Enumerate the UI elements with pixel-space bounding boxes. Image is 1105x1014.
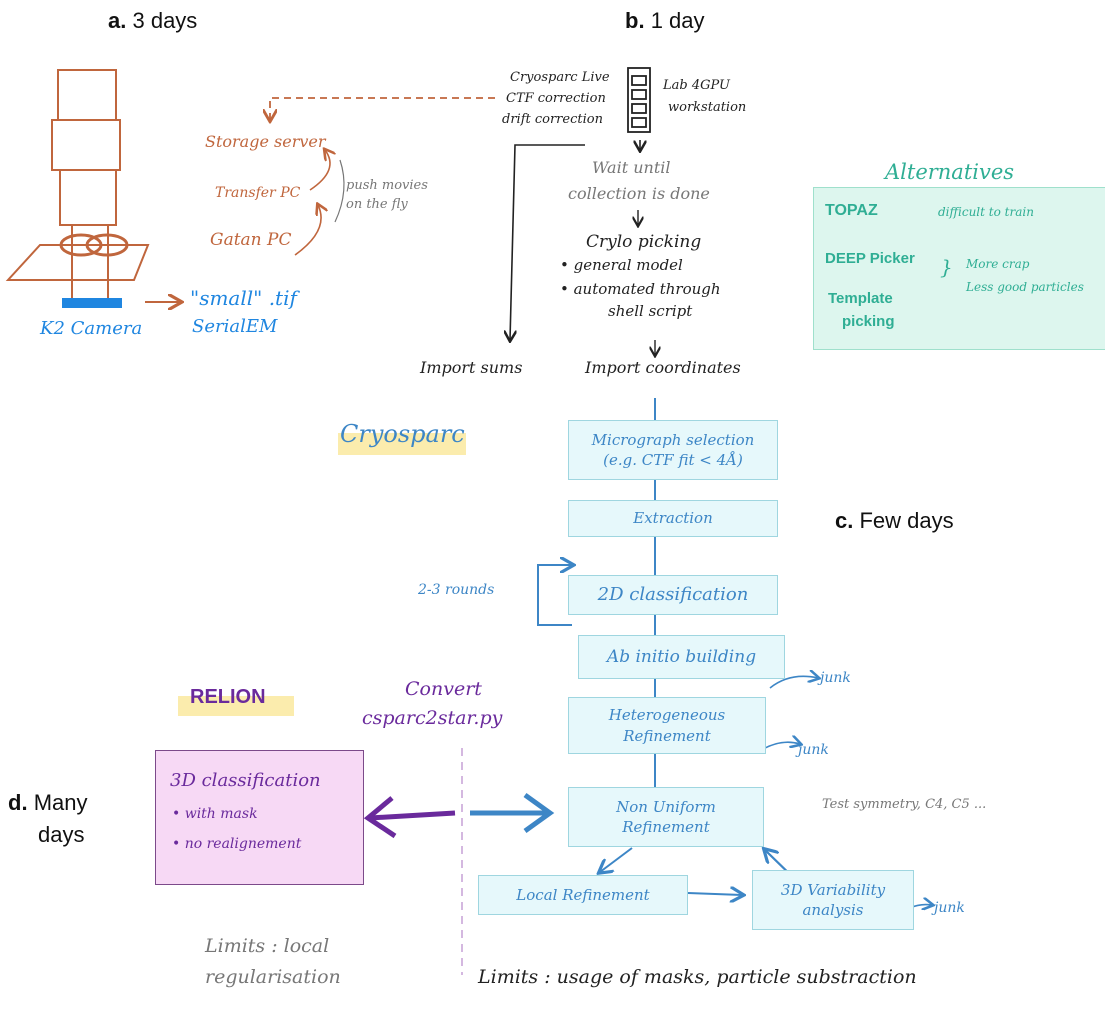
extraction-box: Extraction xyxy=(568,500,778,537)
non-uniform-label: Non Uniform xyxy=(616,797,716,816)
heterogeneous-label: Heterogeneous xyxy=(608,706,726,725)
deep-picker-label: DEEP Picker xyxy=(825,250,915,267)
on-the-fly-label: on the fly xyxy=(346,197,408,212)
junk-label-2: junk xyxy=(798,742,829,758)
non-uniform-refinement-label: Refinement xyxy=(622,818,710,836)
cryosparc-limits-label: Limits : usage of masks, particle substr… xyxy=(478,966,917,988)
heterogeneous-refinement-box: Heterogeneous Refinement xyxy=(568,697,766,754)
non-uniform-refinement-box: Non Uniform Refinement xyxy=(568,787,764,847)
alternatives-box xyxy=(813,187,1105,350)
section-b-label: b. 1 day xyxy=(625,8,705,33)
drift-correction-label: drift correction xyxy=(502,112,603,127)
test-symmetry-label: Test symmetry, C4, C5 ... xyxy=(822,797,987,812)
relion-label: RELION xyxy=(190,686,266,708)
junk-label-3: junk xyxy=(934,900,965,916)
k2-camera-label: K2 Camera xyxy=(40,318,143,339)
csparc2star-label: csparc2star.py xyxy=(362,707,503,729)
local-refinement-label: Local Refinement xyxy=(516,885,650,904)
gatan-pc-label: Gatan PC xyxy=(210,230,292,250)
general-model-label: • general model xyxy=(560,256,683,274)
section-d-label: d. Many xyxy=(8,790,88,815)
convert-label: Convert xyxy=(405,678,482,700)
import-sums-label: Import sums xyxy=(420,358,523,377)
3d-variability-analysis-label: analysis xyxy=(802,901,864,919)
3d-classification-label: 3D classification xyxy=(170,770,321,791)
relion-highlight xyxy=(178,696,294,716)
cryosparc-label: Cryosparc xyxy=(340,420,465,448)
workstation-label: workstation xyxy=(668,100,747,115)
micrograph-selection-criterion: (e.g. CTF fit < 4Å) xyxy=(603,451,743,469)
small-tif-label: "small" .tif xyxy=(190,286,297,310)
3d-classification-box xyxy=(155,750,364,885)
3d-variability-box: 3D Variability analysis xyxy=(752,870,914,930)
section-c-label: c. Few days xyxy=(835,508,954,533)
storage-server-label: Storage server xyxy=(205,132,326,151)
push-movies-label: push movies xyxy=(346,178,428,193)
k2-camera-detector xyxy=(62,298,122,308)
template-label: Template xyxy=(828,290,893,307)
heterogeneous-refinement-label: Refinement xyxy=(623,726,711,745)
rounds-label: 2-3 rounds xyxy=(418,582,495,598)
microscope-drawing xyxy=(5,69,150,300)
extraction-label: Extraction xyxy=(633,509,713,528)
local-refinement-box: Local Refinement xyxy=(478,875,688,915)
cryosparc-live-label: Cryosparc Live xyxy=(510,70,610,85)
topaz-note: difficult to train xyxy=(938,205,1034,219)
import-coordinates-label: Import coordinates xyxy=(585,358,741,377)
ab-initio-label: Ab initio building xyxy=(606,646,757,667)
ctf-correction-label: CTF correction xyxy=(506,91,606,106)
less-good-note: Less good particles xyxy=(966,280,1084,294)
ab-initio-box: Ab initio building xyxy=(578,635,785,679)
transfer-pc-label: Transfer PC xyxy=(215,185,301,201)
2d-classification-label: 2D classification xyxy=(597,583,749,605)
junk-label-1: junk xyxy=(820,670,851,686)
3d-variability-label: 3D Variability xyxy=(780,880,886,899)
relion-limits-label: Limits : local xyxy=(205,935,330,957)
collection-done-label: collection is done xyxy=(568,184,710,203)
relion-limits-label-2: regularisation xyxy=(205,966,341,988)
alternatives-title: Alternatives xyxy=(885,160,1015,184)
2d-classification-box: 2D classification xyxy=(568,575,778,615)
picking-label: picking xyxy=(842,313,895,330)
micrograph-selection-box: Micrograph selection (e.g. CTF fit < 4Å) xyxy=(568,420,778,480)
serialem-label: SerialEM xyxy=(192,316,278,337)
section-d-label-line2: days xyxy=(38,822,85,847)
crylo-picking-label: Crylo picking xyxy=(586,232,702,252)
automated-label: • automated through xyxy=(560,280,721,298)
no-realignment-label: • no realignement xyxy=(172,836,302,852)
lab-gpu-label: Lab 4GPU xyxy=(663,78,730,93)
with-mask-label: • with mask xyxy=(172,806,258,822)
shell-script-label: shell script xyxy=(608,302,693,320)
alternatives-brace: } xyxy=(940,255,953,279)
topaz-label: TOPAZ xyxy=(825,202,878,219)
micrograph-selection-label: Micrograph selection xyxy=(591,430,755,449)
section-a-label: a. 3 days xyxy=(108,8,198,33)
workstation-icon xyxy=(627,67,651,133)
more-crap-note: More crap xyxy=(966,257,1030,271)
cryosparc-highlight xyxy=(338,433,466,455)
wait-until-label: Wait until xyxy=(592,158,671,177)
